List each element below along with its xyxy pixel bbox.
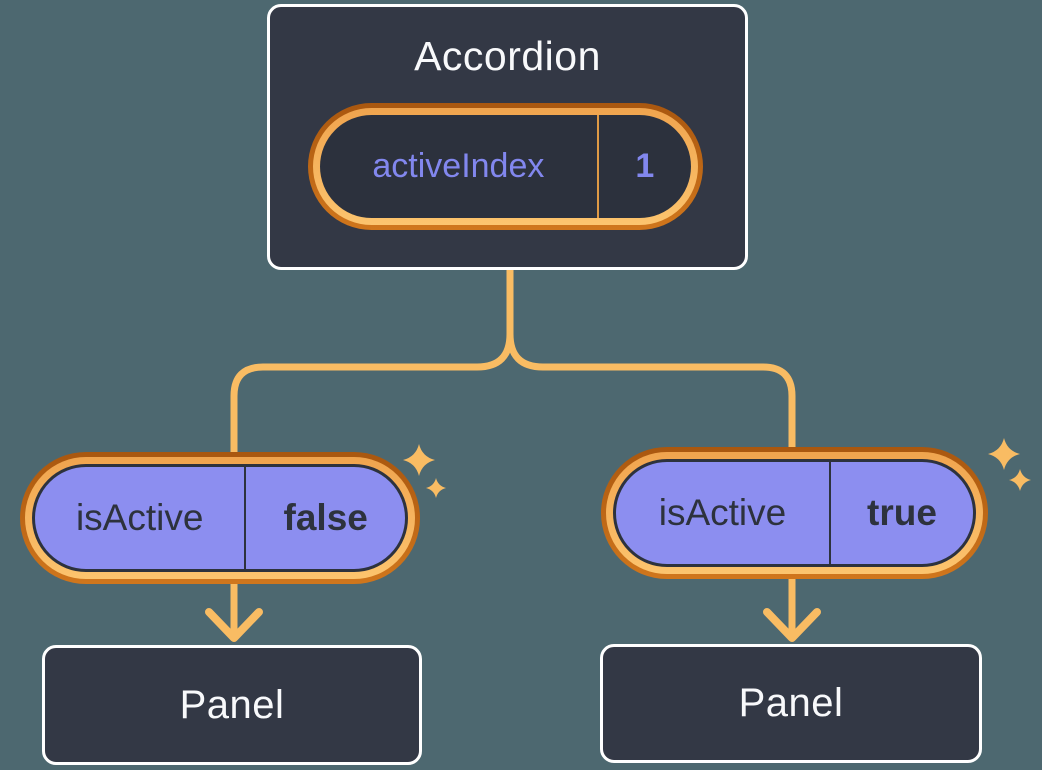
prop-name: isActive bbox=[75, 497, 204, 538]
state-pill-activeindex: activeIndex 1 bbox=[308, 103, 703, 230]
pill-divider bbox=[596, 115, 599, 218]
state-value: 1 bbox=[635, 147, 655, 185]
pill-divider bbox=[244, 467, 247, 569]
prop-pill-ring: isActive true bbox=[606, 452, 983, 574]
accordion-title: Accordion bbox=[414, 33, 601, 79]
sparkle-icon bbox=[403, 444, 446, 498]
connector-lines bbox=[205, 268, 821, 642]
sparkle-icon bbox=[988, 438, 1031, 491]
prop-name: isActive bbox=[658, 492, 787, 533]
arrowhead-right-icon bbox=[763, 608, 821, 642]
connector-right bbox=[506, 268, 796, 638]
state-name: activeIndex bbox=[372, 147, 545, 185]
state-pill-ring: activeIndex 1 bbox=[313, 108, 698, 225]
pill-divider bbox=[829, 462, 831, 564]
prop-value: false bbox=[283, 497, 368, 538]
prop-pill-isactive-false: isActive false bbox=[20, 452, 420, 584]
prop-value: true bbox=[867, 492, 937, 533]
state-pill-core: activeIndex 1 bbox=[320, 115, 691, 218]
panel-node-right: Panel bbox=[600, 644, 982, 763]
prop-pill-isactive-true: isActive true bbox=[601, 447, 988, 579]
arrowhead-left-icon bbox=[205, 608, 263, 642]
prop-pill-ring: isActive false bbox=[25, 457, 415, 579]
prop-pill-core: isActive true bbox=[613, 459, 976, 567]
prop-pill-core: isActive false bbox=[32, 464, 408, 572]
panel-node-left: Panel bbox=[42, 645, 422, 765]
